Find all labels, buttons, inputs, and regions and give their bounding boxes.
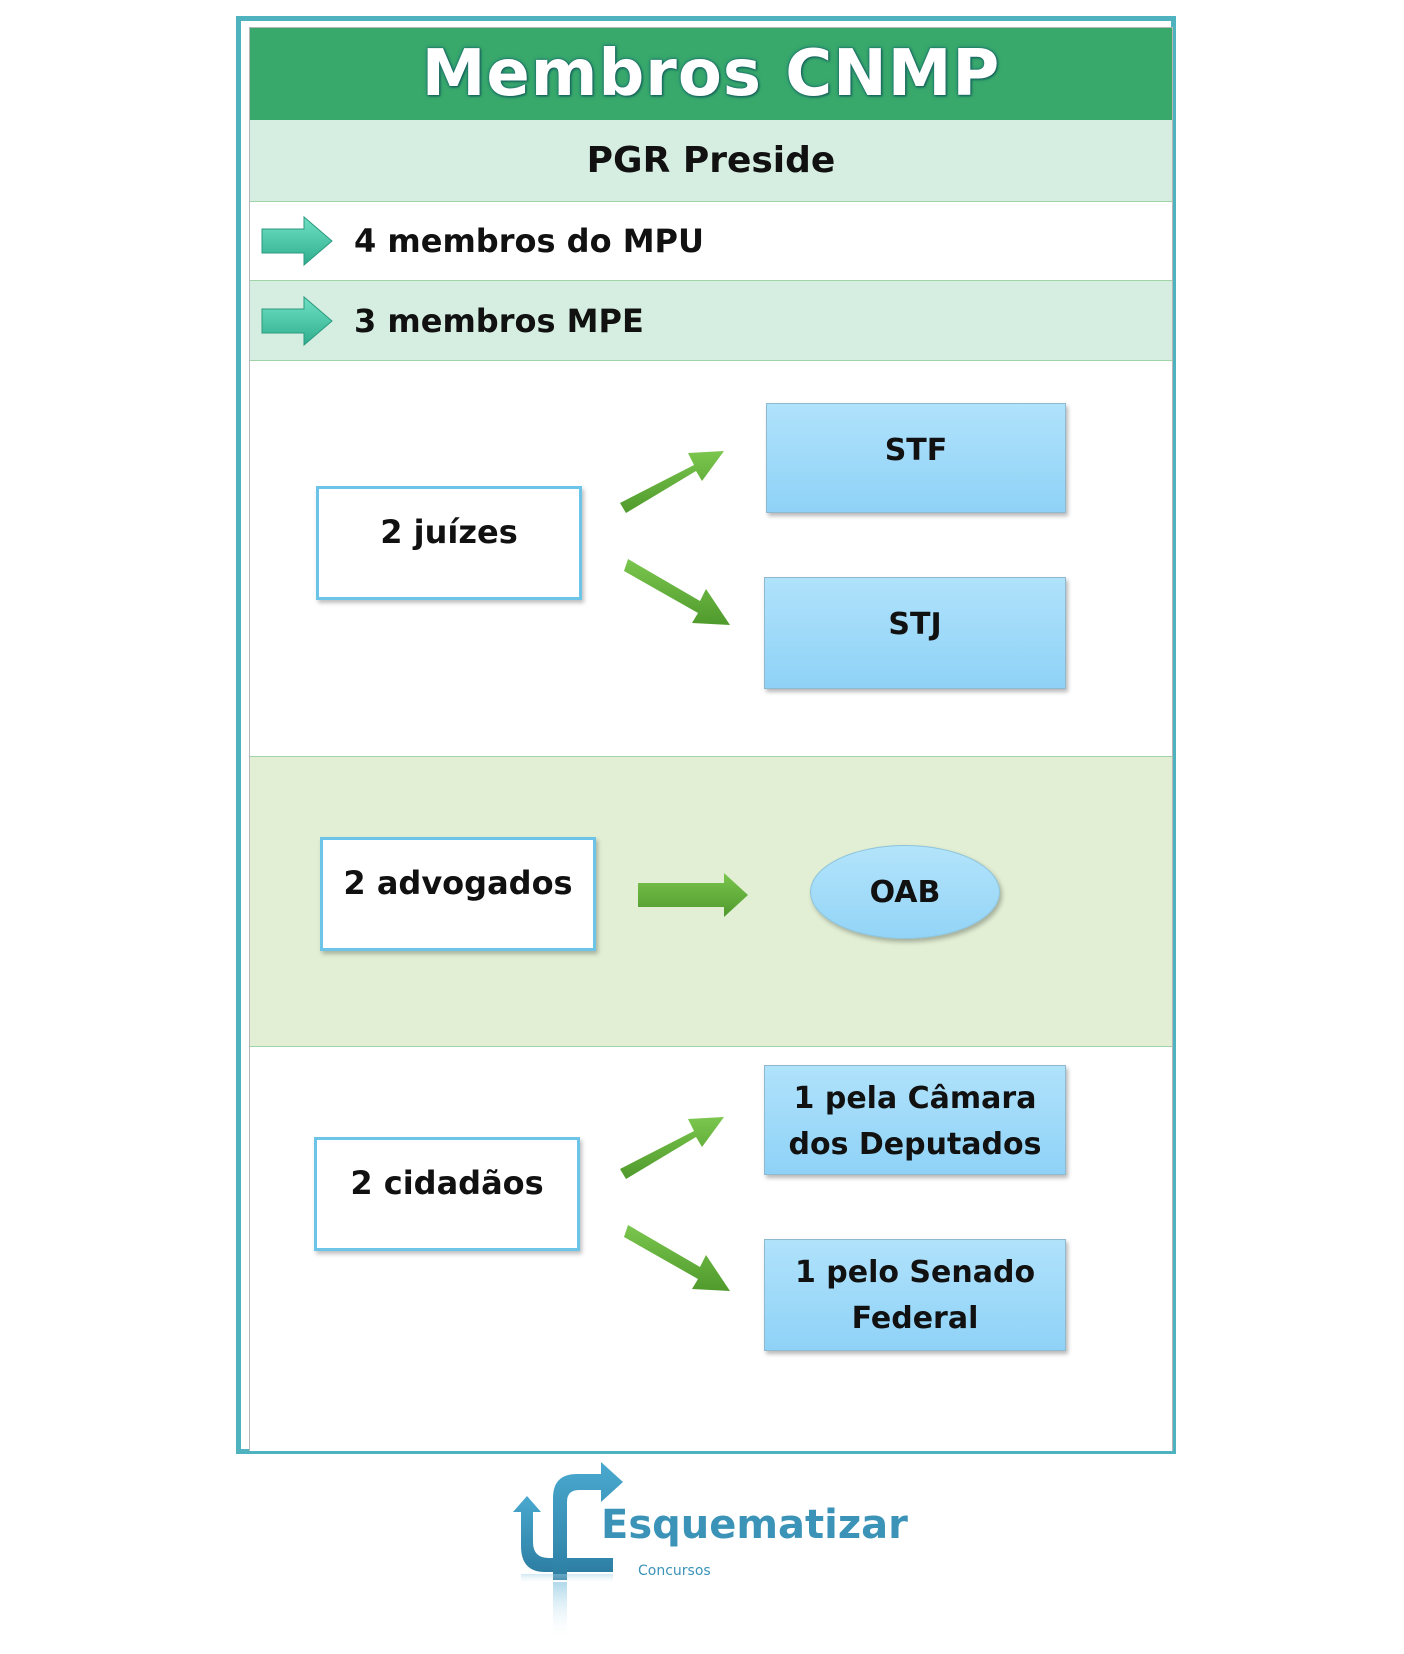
item-row-mpu: 4 membros do MPU — [250, 202, 1172, 281]
advogados-label: 2 advogados — [343, 864, 573, 902]
juizes-box: 2 juízes — [316, 486, 582, 600]
logo-subtitle: Concursos — [638, 1563, 711, 1579]
diagram-frame: Membros CNMP PGR Preside 4 membros do MP… — [236, 16, 1176, 1454]
logo-mark-icon — [513, 1462, 623, 1640]
oab-label: OAB — [869, 874, 941, 910]
green-arrow-up-icon — [620, 451, 724, 513]
camara-box: 1 pela Câmara dos Deputados — [764, 1065, 1066, 1175]
section-juizes: 2 juízes — [250, 361, 1172, 757]
senado-label-line1: 1 pelo Senado — [794, 1255, 1036, 1290]
advogados-box: 2 advogados — [320, 837, 596, 951]
stf-label: STF — [884, 433, 948, 468]
item-label-mpu: 4 membros do MPU — [354, 222, 704, 260]
stf-box: STF — [766, 403, 1066, 513]
senado-label-line2: Federal — [851, 1301, 979, 1336]
green-arrow-down-icon — [624, 1225, 730, 1291]
green-arrow-down-icon — [624, 559, 730, 625]
header-bar: Membros CNMP — [250, 28, 1172, 120]
camara-label-line2: dos Deputados — [788, 1127, 1042, 1162]
item-row-mpe: 3 membros MPE — [250, 281, 1172, 361]
teal-arrow-icon — [261, 215, 333, 267]
green-arrow-up-icon — [620, 1117, 724, 1179]
logo-name: Esquematizar — [601, 1502, 908, 1548]
esquematizar-logo: Esquematizar Concursos — [505, 1460, 908, 1650]
teal-arrow-icon — [261, 295, 333, 346]
senado-box: 1 pelo Senado Federal — [764, 1239, 1066, 1351]
item-label-mpe: 3 membros MPE — [354, 301, 644, 340]
green-arrow-right-icon — [638, 873, 748, 917]
presidency-label: PGR Preside — [586, 140, 836, 181]
oab-oval: OAB — [810, 845, 1000, 939]
stj-label: STJ — [888, 607, 942, 642]
cidadaos-label: 2 cidadãos — [350, 1164, 544, 1202]
cidadaos-box: 2 cidadãos — [314, 1137, 580, 1251]
camara-label-line1: 1 pela Câmara — [793, 1081, 1037, 1116]
juizes-label: 2 juízes — [380, 513, 518, 551]
presidency-row: PGR Preside — [250, 120, 1172, 202]
page-title: Membros CNMP — [421, 37, 1001, 111]
section-cidadaos: 2 cidadãos — [250, 1047, 1172, 1451]
diagram-inner: Membros CNMP PGR Preside 4 membros do MP… — [249, 27, 1173, 1451]
section-advogados: 2 advogados OAB — [250, 757, 1172, 1047]
stj-box: STJ — [764, 577, 1066, 689]
